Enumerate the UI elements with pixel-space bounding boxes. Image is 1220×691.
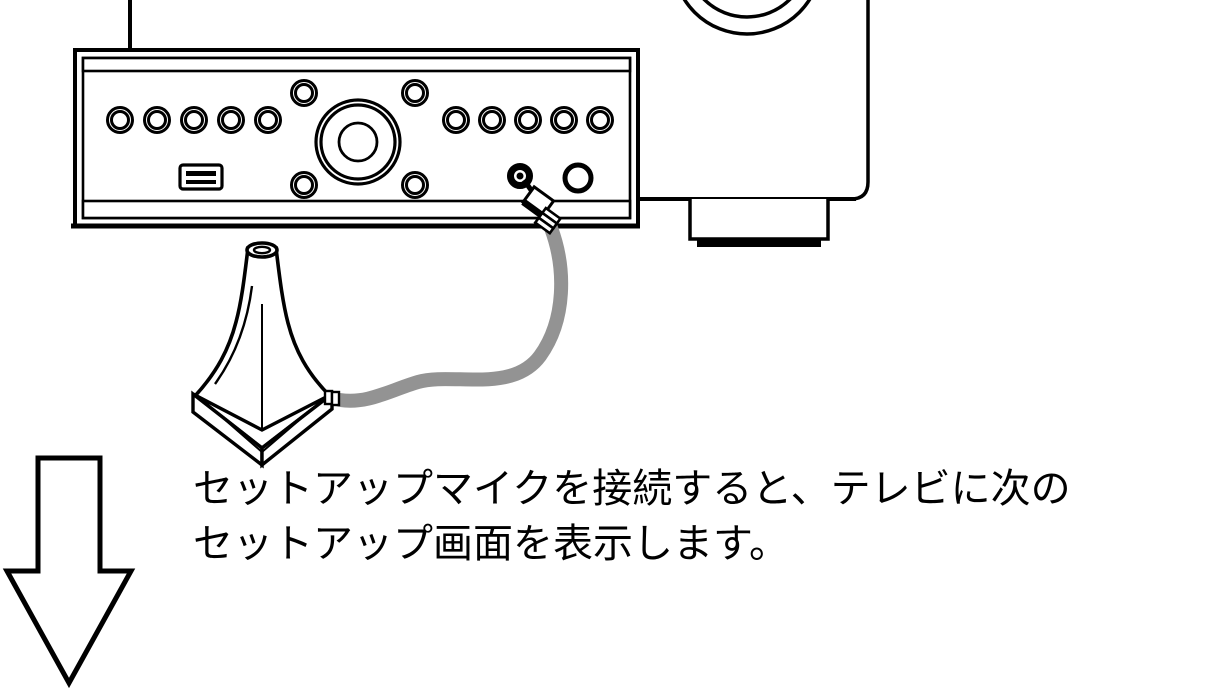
front-panel	[71, 48, 640, 229]
panel-bottom-trim	[81, 199, 632, 220]
caption-block: セットアップマイクを接続すると、テレビに次の セットアップ画面を表示します。	[193, 462, 1193, 572]
panel-button[interactable]	[143, 106, 171, 134]
panel-button[interactable]	[106, 106, 134, 134]
panel-button[interactable]	[290, 79, 318, 107]
panel-button[interactable]	[478, 106, 506, 134]
panel-button[interactable]	[586, 106, 614, 134]
headphone-jack[interactable]	[562, 162, 594, 194]
mic-plug	[507, 163, 563, 236]
panel-button[interactable]	[180, 106, 208, 134]
usb-port-icon[interactable]	[178, 163, 224, 191]
speaker-cone-icon	[682, 0, 812, 36]
panel-button[interactable]	[401, 79, 429, 107]
av-receiver	[71, 0, 870, 247]
down-arrow-icon	[2, 455, 136, 689]
caption-line-2: セットアップ画面を表示します。	[193, 521, 789, 567]
knob-corner-button-group	[290, 79, 429, 199]
panel-button[interactable]	[550, 106, 578, 134]
panel-button[interactable]	[217, 106, 245, 134]
receiver-foot	[688, 199, 830, 247]
panel-button[interactable]	[401, 171, 429, 199]
panel-button[interactable]	[442, 106, 470, 134]
panel-top-trim	[81, 56, 632, 73]
setup-microphone	[191, 241, 341, 469]
mic-cable-grommet	[323, 389, 341, 407]
mic-cable	[333, 221, 569, 408]
panel-button[interactable]	[254, 106, 282, 134]
panel-button[interactable]	[290, 171, 318, 199]
caption-line-1: セットアップマイクを接続すると、テレビに次の	[193, 466, 1071, 512]
panel-button-group-right	[442, 106, 614, 134]
volume-knob[interactable]	[314, 98, 402, 186]
panel-button-group-left	[106, 106, 282, 134]
receiver-chassis	[640, 0, 870, 201]
panel-button[interactable]	[514, 106, 542, 134]
